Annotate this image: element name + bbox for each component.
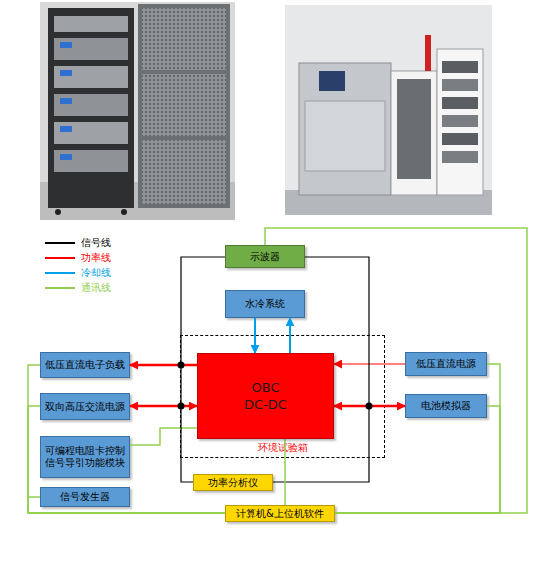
rack-unit — [54, 38, 128, 60]
rack-unit — [54, 122, 128, 144]
unit-display — [60, 70, 72, 76]
cabinet-mesh — [142, 8, 226, 70]
rack-unit — [442, 61, 478, 73]
connector — [334, 364, 405, 365]
cabinet-frame — [138, 4, 230, 208]
connector — [254, 318, 256, 353]
cabinet-mesh — [142, 74, 226, 136]
photo-bg — [40, 2, 235, 220]
connector — [265, 228, 527, 513]
node-label: 水冷系统 — [243, 298, 287, 310]
warning-light — [425, 35, 431, 71]
legend-label: 通讯线 — [81, 281, 111, 295]
rack-cabinet — [437, 49, 483, 195]
device-box: 电池模拟器 — [405, 394, 487, 418]
rack-unit — [442, 115, 478, 127]
connector — [289, 318, 291, 353]
computer-box: 计算机&上位机软件 — [225, 505, 335, 522]
cabinet-mesh — [142, 140, 226, 204]
legend-label: 信号线 — [81, 236, 111, 250]
connector — [334, 405, 405, 408]
chamber-door — [305, 101, 385, 171]
unit-display — [60, 154, 72, 160]
rack-frame — [48, 8, 134, 208]
photo-bg — [285, 5, 492, 215]
rack-unit — [54, 66, 128, 88]
node-label: 低压直流电源 — [414, 358, 478, 370]
rack-unit — [54, 150, 128, 172]
node-label: 计算机&上位机软件 — [234, 508, 326, 520]
chamber-box: 环境试验箱 OBC DC-DC — [180, 335, 385, 458]
instrument-box: 示波器 — [225, 245, 305, 268]
connector — [130, 428, 197, 445]
cabinet-grille — [397, 79, 431, 179]
device-box: 信号发生器 — [40, 487, 130, 507]
connector-group — [28, 228, 527, 513]
unit-display — [60, 42, 72, 48]
lab-photo — [285, 5, 492, 215]
caster — [121, 209, 127, 215]
device-box: 低压直流电源 — [405, 352, 487, 376]
device-box: 双向高压交流电源 — [40, 393, 130, 420]
node-label: 电池模拟器 — [419, 400, 473, 412]
node-label: 低压直流电子负载 — [43, 359, 127, 371]
rack-unit — [54, 94, 128, 116]
connector — [28, 365, 225, 513]
connector — [130, 405, 197, 408]
legend-swatch — [45, 242, 75, 244]
legend-label: 功率线 — [81, 251, 111, 265]
caster — [55, 209, 61, 215]
device-box: 可编程电阻卡控制信号导引功能模块 — [40, 436, 130, 478]
legend-swatch — [45, 287, 75, 289]
node-label: 功率分析仪 — [206, 477, 260, 489]
connector — [273, 257, 369, 482]
dut-box: OBC DC-DC — [197, 353, 334, 439]
rack-unit — [442, 97, 478, 109]
junction-dot — [178, 403, 185, 410]
node-label: OBC DC-DC — [238, 379, 294, 413]
legend-label: 冷却线 — [81, 266, 111, 280]
rack-unit — [442, 79, 478, 91]
unit-display — [60, 98, 72, 104]
analyzer-box: 功率分析仪 — [193, 474, 273, 491]
connector — [284, 439, 286, 505]
legend-swatch — [45, 257, 75, 259]
connector — [335, 364, 500, 513]
cooling-box: 水冷系统 — [225, 290, 305, 318]
node-label: 环境试验箱 — [181, 442, 384, 454]
node-label: 可编程电阻卡控制信号导引功能模块 — [41, 445, 129, 469]
node-label: 信号发生器 — [58, 491, 112, 503]
node-label: 示波器 — [248, 251, 282, 263]
connector — [28, 497, 225, 513]
power-cabinet — [391, 71, 437, 195]
chamber-body — [299, 63, 391, 195]
junction-dot — [366, 403, 373, 410]
rack-unit — [54, 16, 128, 32]
legend-swatch — [45, 272, 75, 274]
connector — [130, 364, 197, 367]
connector — [335, 406, 500, 513]
rack-photo — [40, 2, 235, 220]
node-label: 双向高压交流电源 — [43, 401, 127, 413]
rack-unit — [442, 133, 478, 145]
chamber-screen — [319, 71, 345, 91]
connector — [28, 406, 225, 513]
device-box: 低压直流电子负载 — [40, 352, 130, 378]
unit-display — [60, 126, 72, 132]
junction-dot — [178, 362, 185, 369]
rack-unit — [442, 151, 478, 163]
connector — [181, 257, 225, 482]
